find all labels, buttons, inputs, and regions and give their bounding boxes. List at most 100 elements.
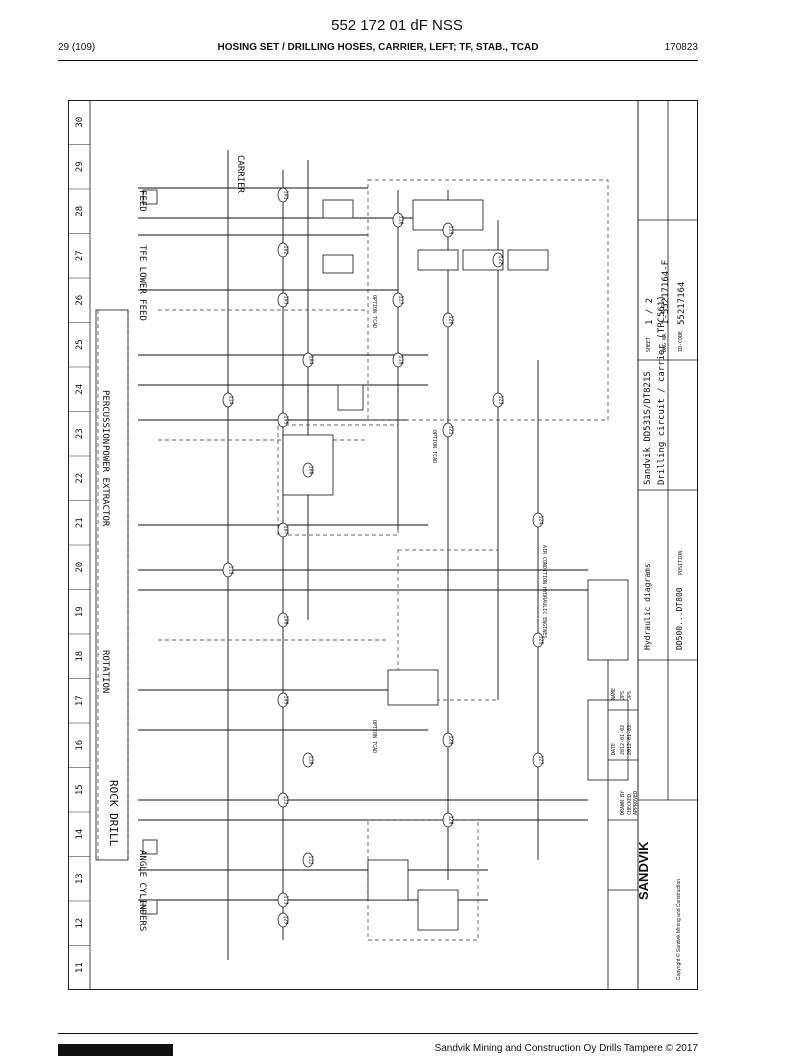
hose-ref-circle: 127 xyxy=(532,752,544,768)
title-drawing-type: Hydraulic diagrams xyxy=(643,563,652,650)
label-power-extractor: POWER EXTRACTOR xyxy=(100,445,110,527)
hose-ref-number: 120 xyxy=(448,315,454,324)
hose-ref-number: 104 xyxy=(308,355,314,364)
page-title: HOSING SET / DRILLING HOSES, CARRIER, LE… xyxy=(217,42,539,53)
hose-ref-number: 114 xyxy=(228,395,234,404)
title-checked-date: 2012-01-02 xyxy=(627,725,633,755)
hose-ref-number: 101 xyxy=(283,190,289,199)
grid-number: 11 xyxy=(75,962,85,973)
label-percussion: PERCUSSION xyxy=(100,390,110,444)
grid-number: 14 xyxy=(75,829,85,840)
hose-ref-circle: 104 xyxy=(302,352,314,368)
hose-ref-circle: 111 xyxy=(277,792,289,808)
grid-number: 12 xyxy=(75,918,85,929)
title-brand: SANDVIK xyxy=(636,841,651,900)
hose-ref-circle: 105 xyxy=(277,412,289,428)
doc-number: 552 172 01 dF NSS xyxy=(331,17,463,34)
hose-ref-number: 123 xyxy=(498,395,504,404)
footer-text: Sandvik Mining and Construction Oy Drill… xyxy=(434,1043,698,1054)
page-header: 29 (109) HOSING SET / DRILLING HOSES, CA… xyxy=(58,42,698,56)
hose-ref-number: 122 xyxy=(498,255,504,264)
hose-ref-circle: 112 xyxy=(302,852,314,868)
label-option-tcad-3: OPTION TCAD xyxy=(371,720,377,753)
grid-number: 24 xyxy=(75,384,85,395)
hose-ref-number: 118 xyxy=(398,355,404,364)
date-code: 170823 xyxy=(664,42,698,53)
label-feed: FEED xyxy=(137,190,147,212)
hose-ref-circle: 110 xyxy=(302,752,314,768)
hose-ref-circle: 118 xyxy=(392,352,404,368)
label-air-condition: AIR CONDITION HYDRAULIC ENGINES xyxy=(541,545,547,638)
hose-ref-circle: 107 xyxy=(277,522,289,538)
grid-number: 21 xyxy=(75,517,85,528)
hose-ref-number: 115 xyxy=(228,565,234,574)
grid-number: 26 xyxy=(75,295,85,306)
hose-ref-circle: 122 xyxy=(492,252,504,268)
hose-ref-circle: 109 xyxy=(277,692,289,708)
hose-ref-number: 129 xyxy=(283,915,289,924)
label-carrier: CARRIER xyxy=(235,155,245,194)
title-description: Drilling circuit / carrier (TPC561) xyxy=(657,295,667,485)
hose-ref-circle: 117 xyxy=(392,292,404,308)
hose-ref-circle: 124 xyxy=(532,512,544,528)
hose-ref-number: 119 xyxy=(448,225,454,234)
label-rock-drill: ROCK DRILL xyxy=(107,780,120,847)
grid-number: 27 xyxy=(75,250,85,261)
grid-number: 23 xyxy=(75,428,85,439)
hose-ref-number: 124 xyxy=(538,515,544,524)
hose-ref-number: 106 xyxy=(308,465,314,474)
grid-number: 15 xyxy=(75,784,85,795)
hose-ref-number: 112 xyxy=(308,855,314,864)
footer-rule xyxy=(58,1033,698,1034)
hose-ref-circle: 119 xyxy=(442,222,454,238)
title-checked-label: CHECKED xyxy=(627,794,633,815)
hose-ref-circle: 103 xyxy=(277,292,289,308)
hose-ref-circle: 106 xyxy=(302,462,314,478)
hose-ref-circle: 108 xyxy=(277,612,289,628)
hose-ref-number: 109 xyxy=(283,695,289,704)
grid-number: 30 xyxy=(75,117,85,128)
hose-ref-circle: 113 xyxy=(277,892,289,908)
header-rule xyxy=(58,60,698,61)
label-angle-cylinders: ANGLE CYLINDERS xyxy=(137,850,147,931)
title-date-label: DATE xyxy=(611,743,617,755)
title-dwg-label: DWG NR xyxy=(662,333,668,352)
title-drawn-by-label: DRAWN BY xyxy=(620,791,626,815)
grid-number: 28 xyxy=(75,206,85,217)
hose-ref-number: 117 xyxy=(398,295,404,304)
hose-ref-circle: 114 xyxy=(222,392,234,408)
hose-ref-circle: 128 xyxy=(442,812,454,828)
hose-ref-number: 105 xyxy=(283,415,289,424)
hose-ref-number: 110 xyxy=(308,755,314,764)
label-tfe-lower-feed: TFE LOWER FEED xyxy=(137,245,147,321)
title-name-label: NAME xyxy=(611,688,617,700)
title-id-code: 55217164 xyxy=(677,282,687,325)
hose-ref-number: 107 xyxy=(283,525,289,534)
hose-ref-circle: 116 xyxy=(392,212,404,228)
title-approved-label: APPROVED xyxy=(633,791,639,815)
hose-ref-number: 128 xyxy=(448,815,454,824)
hose-ref-number: 113 xyxy=(283,895,289,904)
hose-ref-circle: 101 xyxy=(277,187,289,203)
hose-ref-circle: 126 xyxy=(442,732,454,748)
title-drawn-name: JPS xyxy=(620,691,626,700)
grid-number: 22 xyxy=(75,473,85,484)
title-position: DD500...DT800 xyxy=(675,587,684,650)
title-sheet-label: SHEET xyxy=(646,337,652,352)
hose-ref-circle: 129 xyxy=(277,912,289,928)
title-id-label: ID-CODE xyxy=(678,331,684,352)
hose-ref-circle: 125 xyxy=(532,632,544,648)
grid-number: 25 xyxy=(75,339,85,350)
grid-number: 20 xyxy=(75,562,85,573)
title-checked-name: JPS xyxy=(627,691,633,700)
hose-ref-circle: 120 xyxy=(442,312,454,328)
title-copyright: Copyright © Sandvik Mining and Construct… xyxy=(675,879,682,980)
hose-ref-circle: 102 xyxy=(277,242,289,258)
title-sheet: 1 / 2 xyxy=(645,298,655,325)
hose-ref-circle: 115 xyxy=(222,562,234,578)
title-drawn-date: 2012-01-02 xyxy=(620,725,626,755)
page-number: 29 (109) xyxy=(58,42,96,53)
grid-number: 17 xyxy=(75,695,85,706)
hose-ref-number: 121 xyxy=(448,425,454,434)
